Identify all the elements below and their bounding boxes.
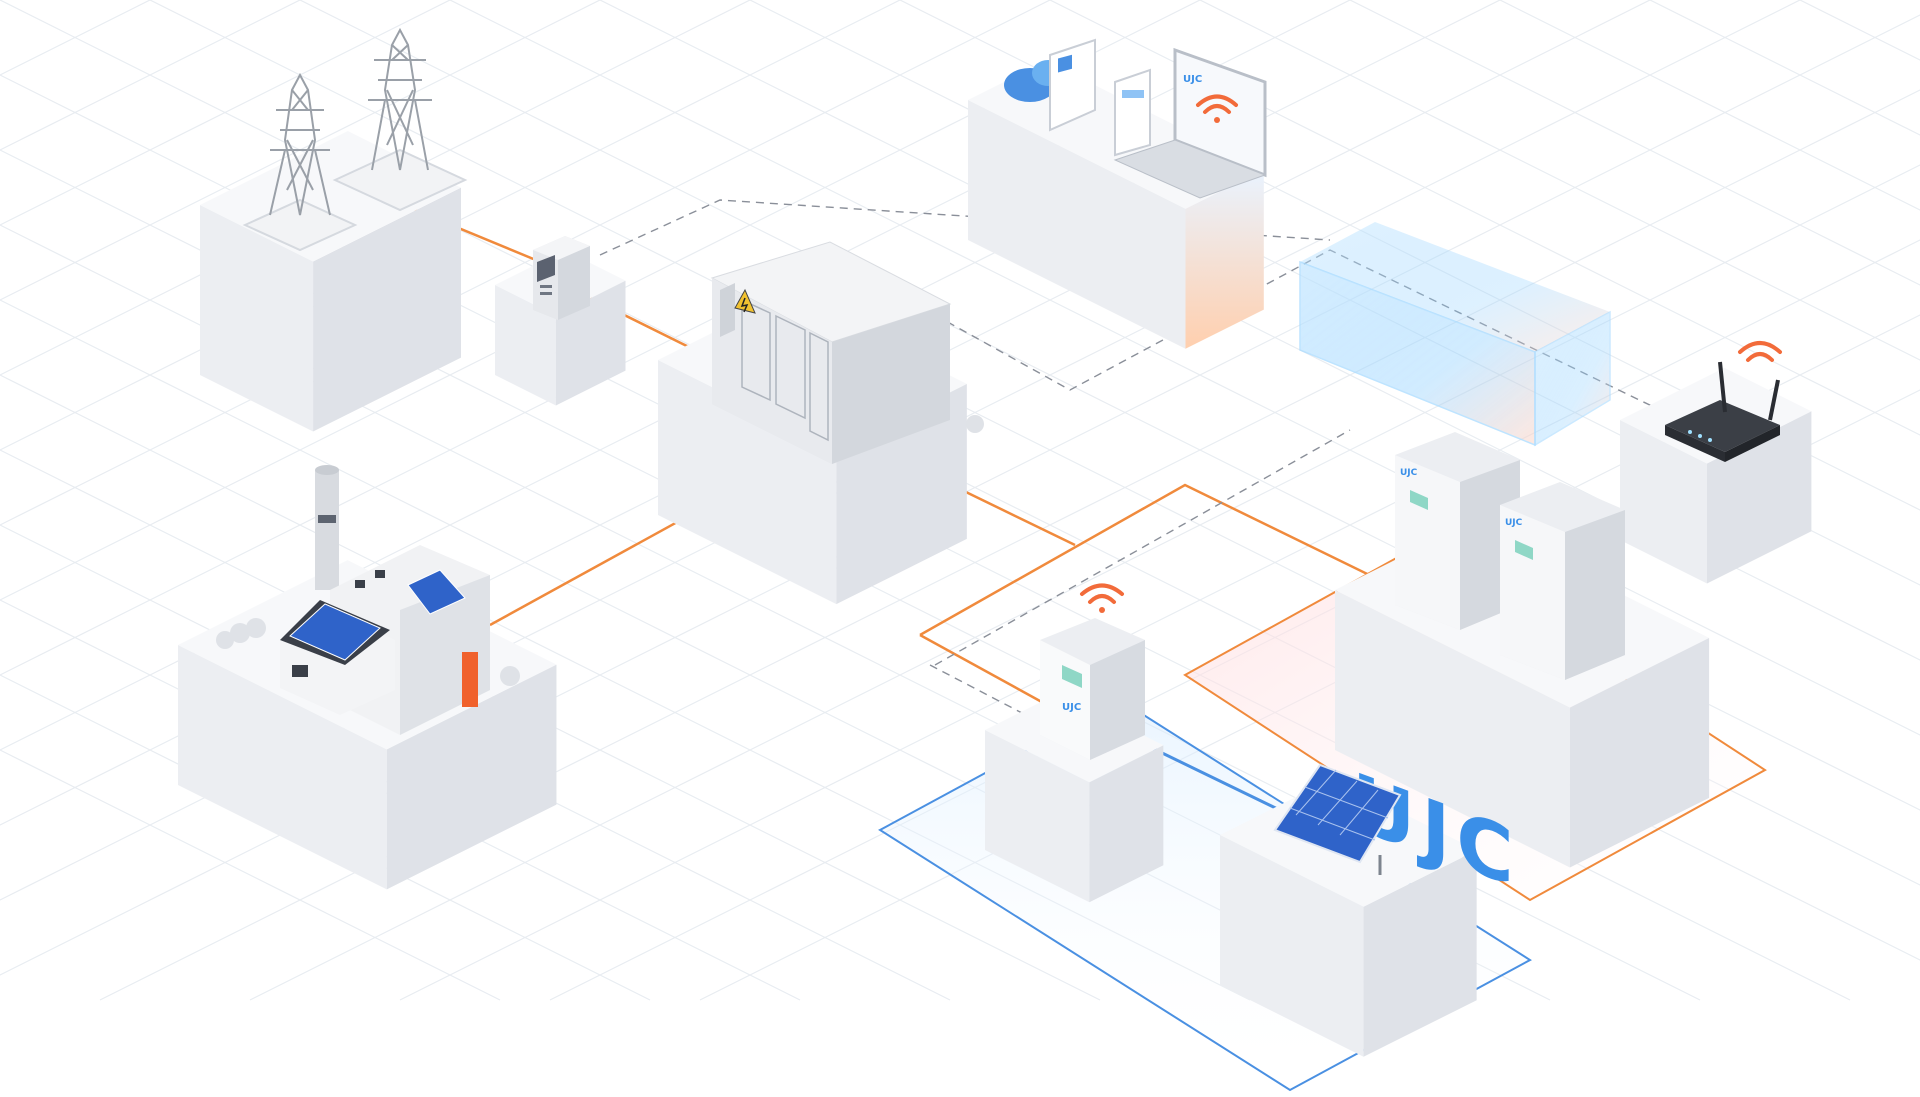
grid-line [0,449,1101,1001]
block-grid-face [313,187,461,432]
block-platform-face [1185,169,1264,349]
brand-logo-small: UJC [1183,74,1202,85]
meter-icon [533,236,590,320]
grid-line [1049,0,1920,436]
svg-text:UJC: UJC [1183,74,1202,85]
grid-line [0,524,951,1001]
svg-text:UJC: UJC [1062,702,1081,713]
battery-cabinet-icon: UJC UJC [1395,432,1625,680]
ac-line-inverter [919,633,1061,714]
inverter-wifi-icon: UJC [1040,583,1145,760]
ac-line-loop [919,483,1401,637]
factory-with-solar [216,415,984,735]
grid-line [1349,0,1920,286]
block-meter-face [495,285,556,406]
grid-line [0,0,601,301]
router [1665,341,1782,462]
block-storage-face [1335,590,1570,868]
grid-line [0,0,1051,526]
svg-text:UJC: UJC [1400,468,1418,478]
block-inverter-face [1089,745,1164,903]
computer-cloud-icon: UJC [1004,38,1267,199]
transmission-tower-icon [242,72,358,252]
grid-line [0,0,151,76]
grid-line [1199,0,1920,361]
grid-line [1799,0,1920,61]
block-storage-face [1569,637,1710,868]
grid-line [1499,0,1920,211]
block-factory-face [386,664,557,890]
block-solar-face [1363,850,1477,1057]
data-link-inverter [934,429,1351,666]
grid-line [0,0,1651,826]
grid-line [299,0,1920,811]
block-platform-face [968,100,1186,349]
block-router [1620,367,1812,584]
energy-storage-cabinets: UJC UJC [1395,432,1625,680]
energy-meter [533,236,590,320]
high-voltage-icon [734,288,756,314]
grid-line [0,0,1201,601]
solar-panel-icon [1273,763,1402,875]
block-grid-face [200,205,314,432]
transmission-tower-icon [332,27,468,212]
block-transformer-face [658,360,837,605]
grid-line [0,0,901,451]
block-router-face [1620,420,1707,584]
router-wifi-icon [1665,341,1782,462]
string-inverter: UJC [1040,583,1145,760]
transformer-cabinet [710,241,952,464]
block-solar-face [1220,835,1364,1057]
solar-panel-array [1273,763,1402,875]
grid-line [0,0,451,226]
factory-icon [216,415,984,735]
svg-text:UJC: UJC [1505,518,1523,528]
data-link-inverter-zone [929,664,1046,726]
grid-line [149,0,1920,886]
wifi-icon [1196,94,1238,123]
grid-line [249,164,1920,1001]
monitoring-platform: UJC [1004,38,1267,199]
power-grid-towers [242,27,468,252]
grid-line [0,749,501,1001]
block-inverter-face [985,730,1090,903]
block-factory-face [178,645,387,890]
